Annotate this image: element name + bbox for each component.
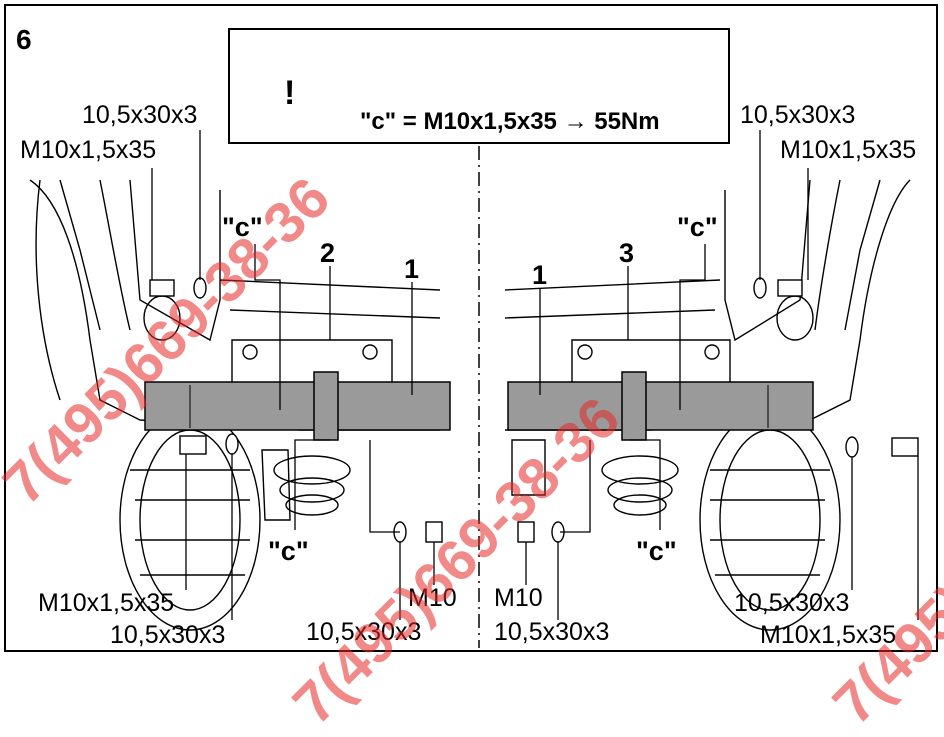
step-number: 6 bbox=[16, 24, 32, 55]
left-car-body bbox=[29, 179, 441, 431]
label-nut-bc: M10 bbox=[408, 584, 457, 612]
label-bolt-bl: M10x1,5x35 bbox=[38, 589, 175, 617]
label-bolt-tr: M10x1,5x35 bbox=[780, 136, 917, 164]
washer-tl bbox=[193, 277, 207, 299]
label-c-upper-right: "c" bbox=[677, 212, 718, 242]
crossbeam-left bbox=[144, 381, 451, 431]
nut-br-center bbox=[517, 521, 535, 543]
label-washer-br-center: 10,5x30x3 bbox=[494, 618, 610, 646]
label-washer-tr: 10,5x30x3 bbox=[740, 101, 856, 129]
label-washer-bl: 10,5x30x3 bbox=[110, 621, 226, 649]
label-nut-br-center: M10 bbox=[494, 584, 543, 612]
nut-bc bbox=[425, 521, 443, 543]
label-washer-bc: 10,5x30x3 bbox=[306, 618, 422, 646]
label-part-1-right: 1 bbox=[532, 260, 548, 290]
right-car-body bbox=[504, 179, 911, 431]
bolt-tl bbox=[149, 279, 175, 297]
label-washer-br: 10,5x30x3 bbox=[734, 589, 850, 617]
label-part-1-left: 1 bbox=[404, 254, 420, 284]
label-washer-tl: 10,5x30x3 bbox=[82, 101, 198, 129]
washer-br bbox=[845, 436, 859, 458]
bolt-bl bbox=[179, 435, 207, 455]
torque-formula: "c" = M10x1,5x35 → 55Nm bbox=[360, 108, 660, 135]
diagram-frame bbox=[4, 4, 938, 652]
washer-tr bbox=[753, 277, 767, 299]
label-bolt-tl: M10x1,5x35 bbox=[20, 136, 157, 164]
bolt-br bbox=[891, 437, 919, 457]
label-bolt-br: M10x1,5x35 bbox=[760, 621, 897, 649]
right-bracket bbox=[571, 339, 731, 386]
warning-symbol-text: ! bbox=[284, 74, 296, 112]
label-c-lower-right: "c" bbox=[636, 536, 677, 566]
washer-bl bbox=[225, 433, 239, 455]
hitch-plate-left bbox=[313, 371, 339, 441]
label-part-3: 3 bbox=[619, 238, 635, 268]
hitch-plate-right bbox=[621, 371, 647, 441]
torque-warning-box: ! "c" = M10x1,5x35 → 55Nm bbox=[228, 28, 730, 144]
crossbeam-right bbox=[507, 381, 814, 431]
bolt-tr bbox=[777, 279, 803, 297]
label-c-upper-left: "c" bbox=[222, 212, 263, 242]
label-part-2: 2 bbox=[320, 238, 336, 268]
left-tailgate-line bbox=[35, 179, 61, 401]
label-c-lower-left: "c" bbox=[268, 536, 309, 566]
left-reflector bbox=[143, 295, 181, 341]
